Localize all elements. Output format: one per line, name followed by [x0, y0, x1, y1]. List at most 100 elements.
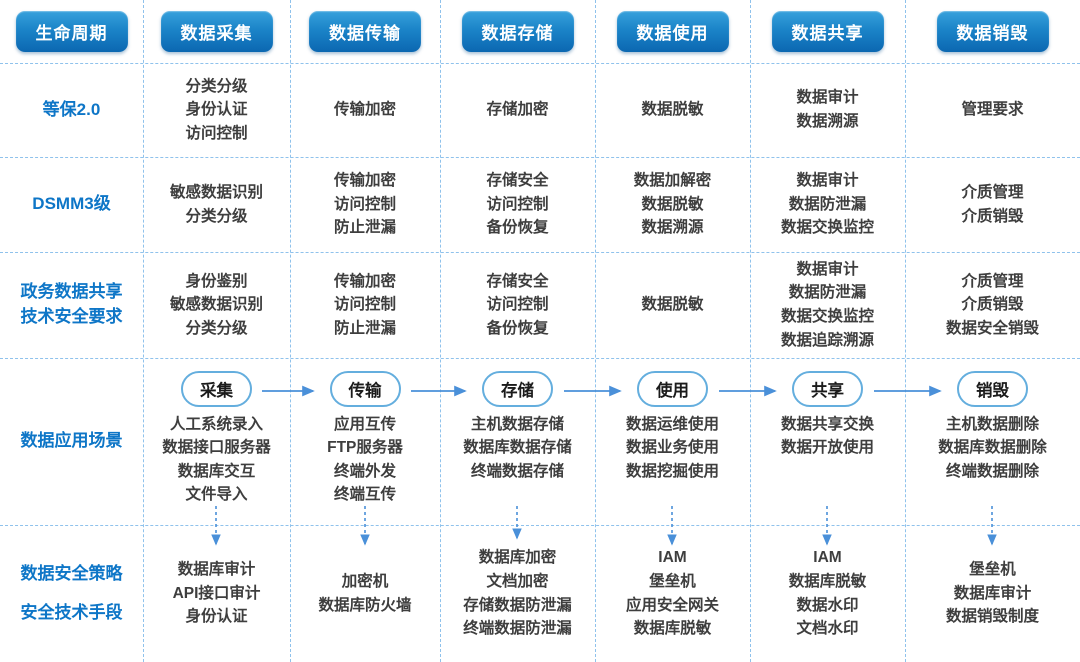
text-line: 应用互传 [333, 416, 396, 433]
text-line: 介质销毁 [961, 207, 1024, 225]
text-line: 数据库数据存储 [463, 439, 572, 457]
matrix-cell: 存储加密 [440, 63, 595, 157]
row-label-gov-sharing: 政务数据共享技术安全要求 [0, 252, 143, 358]
text-line: 终端数据存储 [470, 462, 564, 480]
scenario-list: 主机数据删除数据库数据删除终端数据删除 [938, 413, 1047, 483]
matrix-cell: 数据审计数据防泄漏数据交换监控数据追踪溯源 [750, 252, 905, 358]
matrix-cell: 介质管理介质销毁 [905, 157, 1080, 252]
header-cell-lifecycle: 生命周期 [0, 0, 143, 63]
text-line: 介质销毁 [961, 296, 1024, 314]
text-line: 防止泄漏 [333, 319, 396, 337]
text-line: 数据接口服务器 [162, 439, 271, 457]
header-cell-sharing: 数据共享 [750, 0, 905, 63]
scenario-cell-sharing: 共享 数据共享交换数据开放使用 [750, 358, 905, 525]
text-line: 数据审计 [796, 172, 859, 190]
text-line: 终端互传 [333, 485, 396, 503]
text-line: 等保2.0 [42, 99, 101, 119]
text-line: 终端数据防泄漏 [463, 620, 572, 638]
matrix-cell: 数据脱敏 [595, 252, 750, 358]
stage-header-button: 数据销毁 [936, 11, 1049, 52]
matrix-cell: 分类分级身份认证访问控制 [143, 63, 290, 157]
text-line: 数据溯源 [641, 219, 704, 237]
scenario-list: 数据运维使用数据业务使用数据挖掘使用 [626, 413, 719, 483]
text-line: 数据脱敏 [641, 296, 704, 314]
text-line: 身份认证 [185, 608, 248, 626]
header-cell-destruction: 数据销毁 [905, 0, 1080, 63]
text-line: 数据审计 [796, 89, 859, 107]
lifecycle-header-button: 生命周期 [15, 11, 128, 52]
text-line: 存储加密 [486, 101, 549, 119]
text-line: FTP服务器 [327, 439, 403, 457]
matrix-cell: 传输加密 [290, 63, 440, 157]
tech-cell: 加密机数据库防火墙 [290, 525, 440, 662]
scenario-list: 数据共享交换数据开放使用 [781, 413, 874, 460]
scenario-list: 主机数据存储数据库数据存储终端数据存储 [463, 413, 572, 483]
text-line: 访问控制 [333, 195, 396, 213]
text-line: 终端数据删除 [945, 462, 1039, 480]
matrix-cell: 管理要求 [905, 63, 1080, 157]
text-line: 传输加密 [333, 172, 396, 190]
stage-pill: 销毁 [957, 371, 1028, 407]
text-line: 文件导入 [185, 485, 248, 503]
matrix-cell: 存储安全访问控制备份恢复 [440, 157, 595, 252]
stage-pill: 使用 [637, 371, 708, 407]
scenario-list: 人工系统录入数据接口服务器数据库交互文件导入 [162, 413, 271, 506]
text-line: 数据开放使用 [780, 439, 874, 457]
header-cell-storage: 数据存储 [440, 0, 595, 63]
text-line: 文档水印 [796, 620, 859, 638]
text-line: 传输加密 [333, 272, 396, 290]
text-line: 数据加解密 [633, 172, 712, 190]
stage-header-button: 数据传输 [309, 11, 421, 52]
text-line: 数据安全销毁 [945, 319, 1039, 337]
matrix-cell: 传输加密访问控制防止泄漏 [290, 157, 440, 252]
text-line: 主机数据删除 [945, 416, 1039, 433]
text-line: 敏感数据识别 [169, 296, 263, 314]
text-line: 数据库交互 [177, 462, 256, 480]
matrix-cell: 数据审计数据防泄漏数据交换监控 [750, 157, 905, 252]
text-line: 文档加密 [486, 572, 549, 590]
grid-divider-horizontal [0, 63, 1080, 64]
text-line: 数据脱敏 [641, 195, 704, 213]
text-line: DSMM3级 [32, 194, 111, 214]
text-line: 主机数据存储 [470, 416, 564, 433]
text-line: 数据追踪溯源 [780, 331, 874, 349]
text-line: 访问控制 [486, 195, 549, 213]
text-line: 数据应用场景 [20, 431, 123, 451]
text-line: 应用安全网关 [625, 596, 719, 614]
text-line: 政务数据共享 [20, 282, 123, 302]
text-line: 介质管理 [961, 183, 1024, 201]
text-line: 安全技术手段 [20, 602, 123, 622]
stage-pill: 传输 [329, 371, 401, 407]
text-line: 备份恢复 [486, 219, 549, 237]
text-line: 技术安全要求 [20, 307, 123, 326]
header-cell-usage: 数据使用 [595, 0, 750, 63]
stage-pill: 共享 [792, 371, 863, 407]
text-line: 数据安全策略 [20, 563, 123, 583]
text-line: 数据库审计 [177, 561, 256, 579]
text-line: 访问控制 [185, 124, 248, 142]
text-line: 数据交换监控 [780, 308, 874, 325]
row-label-scenarios: 数据应用场景 [0, 358, 143, 525]
text-line: 数据库脱敏 [633, 620, 712, 638]
grid-divider-vertical [595, 0, 596, 662]
row-label-djbp20: 等保2.0 [0, 63, 143, 157]
matrix-cell: 数据审计数据溯源 [750, 63, 905, 157]
row-label-dsmm3: DSMM3级 [0, 157, 143, 252]
text-line: 数据共享交换 [780, 416, 874, 433]
text-line: 数据库数据删除 [938, 439, 1047, 457]
text-line: 存储安全 [486, 272, 549, 290]
header-cell-collection: 数据采集 [143, 0, 290, 63]
text-line: 数据防泄漏 [788, 284, 867, 302]
text-line: 数据库防火墙 [318, 596, 412, 614]
grid-divider-horizontal [0, 358, 1080, 359]
stage-pill: 采集 [181, 371, 252, 407]
text-line: 存储安全 [486, 172, 549, 190]
matrix-cell: 存储安全访问控制备份恢复 [440, 252, 595, 358]
tech-cell: 堡垒机数据库审计数据销毁制度 [905, 525, 1080, 662]
grid-divider-vertical [750, 0, 751, 662]
grid-divider-vertical [905, 0, 906, 662]
text-line: 数据防泄漏 [788, 195, 867, 213]
stage-header-button: 数据采集 [160, 11, 273, 52]
